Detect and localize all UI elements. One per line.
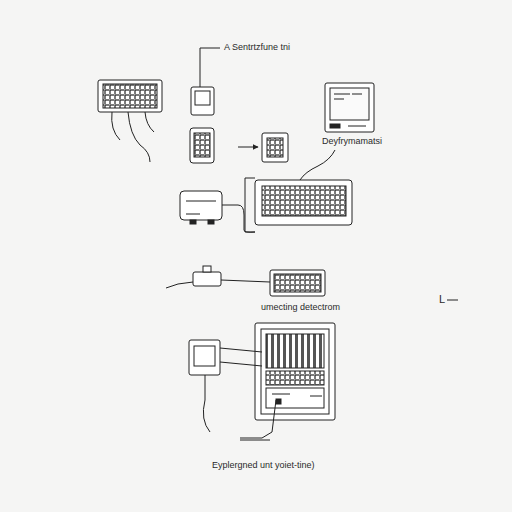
control-panel	[98, 80, 162, 162]
printer	[180, 191, 255, 232]
module-box	[262, 133, 288, 162]
wire	[240, 400, 276, 440]
caption-label: Deyfrymamatsi	[322, 137, 382, 147]
caption-label: A Sentrtzfune tni	[224, 43, 290, 53]
monitor	[325, 83, 374, 132]
connector-device	[166, 266, 270, 288]
caption-label: Eyplergned unt yoiet-tine)	[212, 461, 315, 471]
cabinet	[255, 323, 335, 420]
handheld-device	[191, 48, 220, 115]
caption-label: umecting detectrom	[261, 303, 340, 313]
mark	[447, 300, 458, 301]
terminal-device	[189, 340, 262, 432]
arrow	[238, 147, 258, 148]
small-keyboard	[270, 270, 325, 296]
caption-label: L	[439, 293, 445, 305]
keyboard	[245, 150, 352, 232]
phone-device	[190, 128, 214, 163]
